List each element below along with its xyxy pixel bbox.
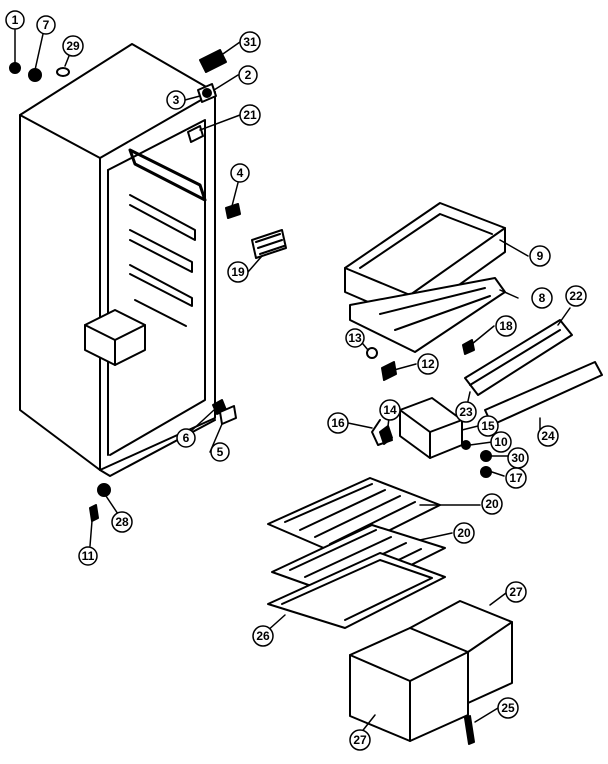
- callout-18: 18: [499, 319, 513, 333]
- callout-24: 24: [541, 429, 555, 443]
- callout-11: 11: [82, 549, 95, 563]
- callout-15: 15: [481, 419, 495, 433]
- callout-20-bottom: 20: [457, 526, 471, 540]
- part-1-knob: [9, 62, 21, 74]
- wire-shelves: [267, 477, 446, 629]
- callout-6: 6: [183, 431, 190, 445]
- callout-25: 25: [501, 701, 515, 715]
- part-13-fitting: [366, 347, 378, 359]
- callout-12: 12: [421, 357, 435, 371]
- rail-assembly: [464, 319, 603, 426]
- callout-26: 26: [256, 629, 270, 643]
- callout-7: 7: [43, 18, 50, 32]
- callout-5: 5: [217, 445, 224, 459]
- callout-23: 23: [459, 405, 473, 419]
- part-28-roller: [97, 483, 111, 497]
- callout-16: 16: [331, 416, 345, 430]
- callout-28: 28: [115, 515, 129, 529]
- callout-29: 29: [66, 39, 80, 53]
- part-10-screw: [461, 440, 471, 450]
- part-12-fitting: [381, 361, 397, 381]
- callout-1: 1: [12, 13, 19, 27]
- callout-30: 30: [511, 451, 525, 465]
- callout-9: 9: [537, 249, 544, 263]
- part-17-nut: [480, 466, 492, 478]
- callout-8: 8: [539, 291, 546, 305]
- callout-14: 14: [383, 403, 397, 417]
- part-4-bracket: [225, 203, 241, 219]
- part-29-cap: [56, 67, 70, 77]
- control-box: [371, 397, 463, 459]
- part-11-foot: [89, 504, 99, 522]
- part-7-knob: [28, 68, 42, 82]
- callout-20-top: 20: [485, 497, 499, 511]
- callout-27-left: 27: [353, 733, 367, 747]
- callout-3: 3: [173, 93, 180, 107]
- part-5-hinge: [219, 405, 237, 425]
- callout-13: 13: [348, 331, 362, 345]
- freezer-compartment: [344, 202, 506, 353]
- callout-2: 2: [245, 68, 252, 82]
- refrigerator-cabinet: [19, 43, 216, 477]
- callout-4: 4: [237, 166, 244, 180]
- part-18-screw: [462, 339, 475, 355]
- callout-31: 31: [243, 35, 257, 49]
- part-25-handle: [464, 715, 475, 745]
- callout-10: 10: [494, 435, 508, 449]
- crisper-drawers: [349, 600, 513, 742]
- callout-19: 19: [231, 265, 245, 279]
- callout-21: 21: [243, 108, 257, 122]
- callout-17: 17: [509, 471, 523, 485]
- callout-27-right: 27: [509, 585, 523, 599]
- part-30-nut: [480, 450, 492, 462]
- callout-22: 22: [569, 289, 583, 303]
